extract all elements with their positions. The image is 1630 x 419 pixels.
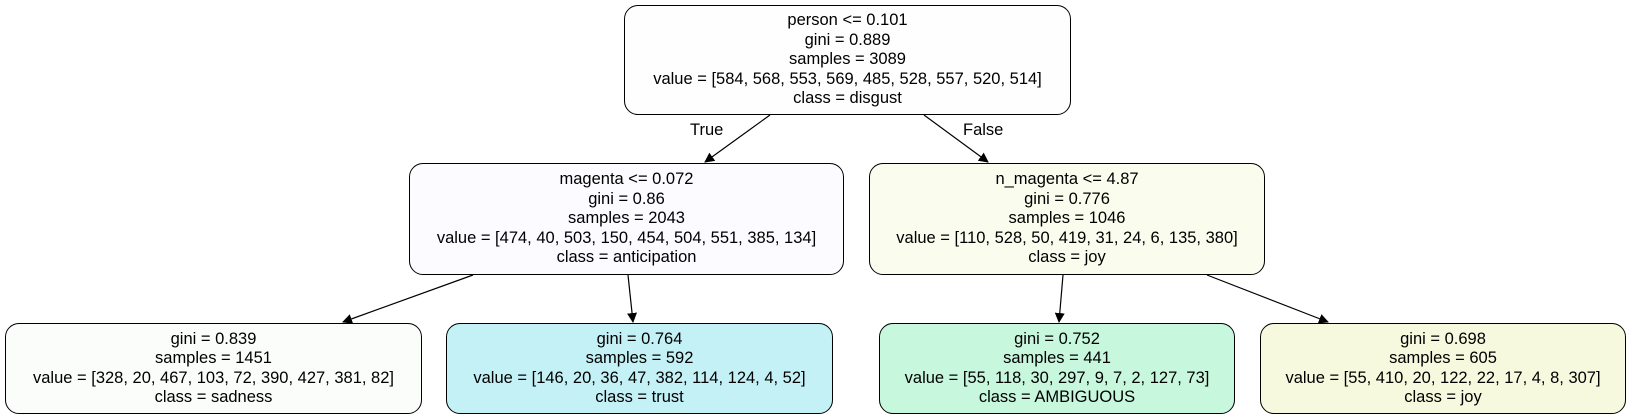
edge-left-to-sadness [342,274,474,324]
edge-left-to-trust [627,274,638,323]
node-samples: samples = 3089 [789,50,906,69]
edge-label-true: True [690,121,724,139]
node-samples: samples = 605 [1389,349,1497,367]
node-value: value = [55, 410, 20, 122, 22, 17, 4, 8,… [1285,368,1601,387]
node-value: value = [146, 20, 36, 47, 382, 114, 124,… [473,368,806,387]
node-samples: samples = 2043 [568,209,685,228]
node-value: value = [110, 528, 50, 419, 31, 24, 6, 1… [896,228,1238,247]
edge-right-to-joy [1206,274,1329,324]
tree-leaf-ambiguous: gini = 0.752 samples = 441 value = [55, … [879,323,1235,414]
tree-leaf-sadness: gini = 0.839 samples = 1451 value = [328… [5,323,422,414]
edge-root-to-left [704,114,771,163]
edge-label-false: False [963,121,1004,139]
tree-node-root: person <= 0.101 gini = 0.889 samples = 3… [624,5,1071,115]
tree-node-left: magenta <= 0.072 gini = 0.86 samples = 2… [409,163,844,275]
node-class: class = disgust [793,89,902,108]
node-samples: samples = 441 [1003,349,1111,367]
node-split-condition: magenta <= 0.072 [559,170,694,189]
tree-leaf-trust: gini = 0.764 samples = 592 value = [146,… [446,323,833,414]
node-value: value = [55, 118, 30, 297, 9, 7, 2, 127,… [904,368,1210,387]
node-class: class = AMBIGUOUS [978,388,1136,406]
node-gini: gini = 0.752 [1014,329,1100,348]
node-gini: gini = 0.86 [588,189,665,208]
node-split-condition: n_magenta <= 4.87 [995,170,1139,189]
node-samples: samples = 592 [585,349,694,367]
node-class: class = sadness [154,388,273,406]
node-class: class = joy [1028,248,1106,267]
node-samples: samples = 1046 [1008,209,1126,228]
node-value: value = [328, 20, 467, 103, 72, 390, 427… [32,368,394,387]
tree-leaf-joy: gini = 0.698 samples = 605 value = [55, … [1260,323,1626,414]
node-samples: samples = 1451 [155,349,272,367]
node-class: class = anticipation [556,248,697,267]
edge-right-to-ambiguous [1054,274,1065,323]
edge-root-to-right [923,114,989,163]
node-class: class = joy [1404,388,1482,406]
node-gini: gini = 0.776 [1024,189,1110,208]
node-gini: gini = 0.839 [170,329,257,348]
node-value: value = [584, 568, 553, 569, 485, 528, 5… [653,69,1042,88]
node-gini: gini = 0.698 [1400,329,1486,348]
node-gini: gini = 0.889 [804,30,891,49]
tree-node-right: n_magenta <= 4.87 gini = 0.776 samples =… [869,163,1265,275]
node-value: value = [474, 40, 503, 150, 454, 504, 55… [436,228,817,247]
node-gini: gini = 0.764 [596,329,683,348]
node-class: class = trust [595,388,684,406]
node-split-condition: person <= 0.101 [787,11,908,30]
